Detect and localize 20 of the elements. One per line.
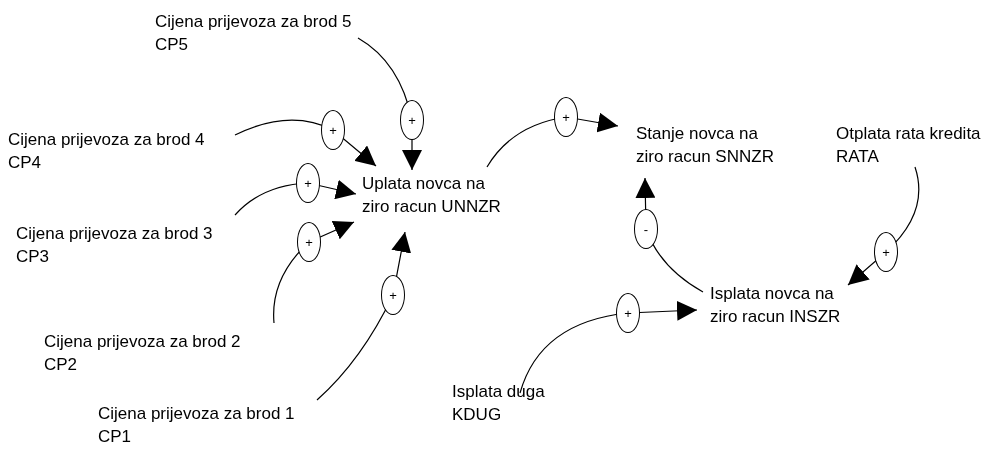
variable-label: Isplata novca na ziro racun INSZR xyxy=(710,282,858,328)
variable-label: Cijena prijevoza za brod 2 CP2 xyxy=(44,330,272,376)
arrow xyxy=(519,300,698,394)
edge-label: + xyxy=(381,275,405,315)
edge-label: + xyxy=(400,100,424,140)
edge-label: + xyxy=(297,222,321,262)
variable-label: Isplata duga KDUG xyxy=(452,380,562,426)
edge-label: + xyxy=(874,232,898,272)
edge-label: + xyxy=(296,163,320,203)
edge-label: - xyxy=(634,209,658,249)
variable-label: Cijena prijevoza za brod 3 CP3 xyxy=(16,222,244,268)
variable-label: Stanje novca na ziro racun SNNZR xyxy=(636,122,784,168)
edge-label: + xyxy=(616,293,640,333)
variable-label: Cijena prijevoza za brod 4 CP4 xyxy=(8,128,236,174)
edge-label: + xyxy=(554,97,578,137)
variable-label: Otplata rata kredita RATA xyxy=(836,122,1004,168)
edge-label: + xyxy=(321,110,345,150)
variable-label: Cijena prijevoza za brod 1 CP1 xyxy=(98,402,326,448)
variable-label: Uplata novca na ziro racun UNNZR xyxy=(362,172,507,218)
variable-label: Cijena prijevoza za brod 5 CP5 xyxy=(155,10,383,56)
